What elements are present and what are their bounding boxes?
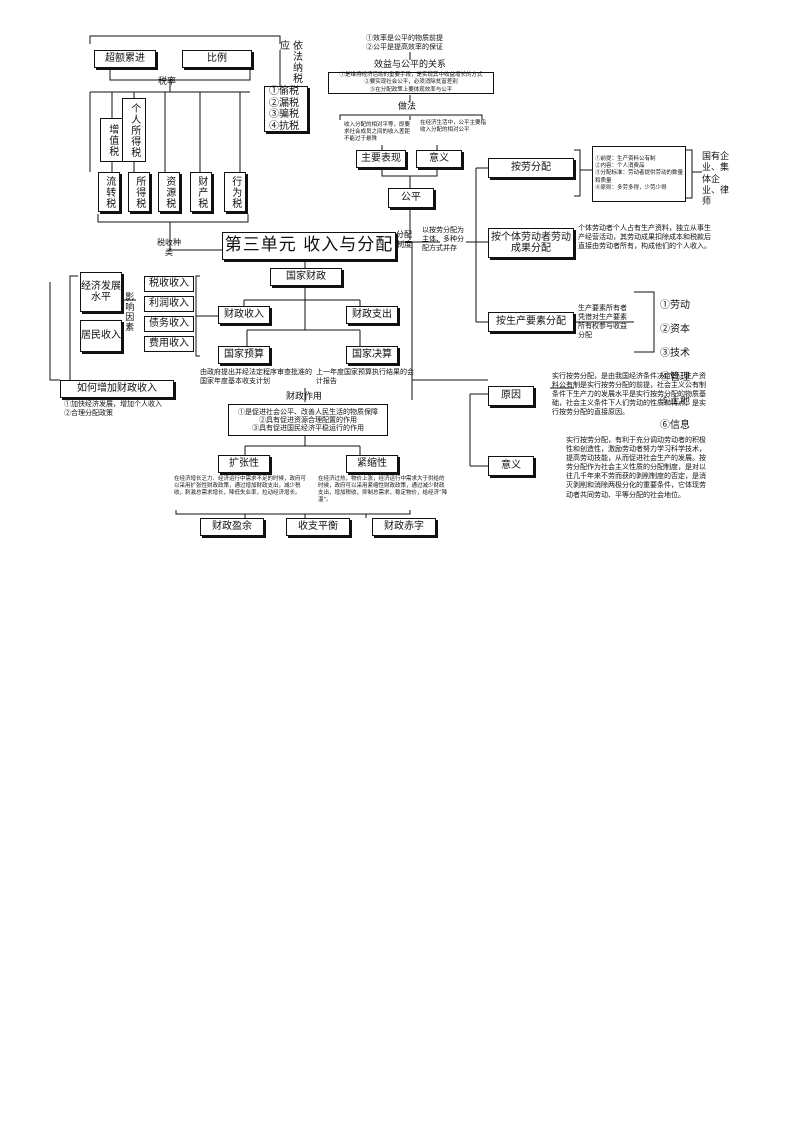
fiscal-surplus-box: 财政盈余 [200,518,264,536]
proportional-tax-box: 比例 [182,50,252,68]
tax-type-behavior: 行为税 [224,172,246,212]
factor-item: ⑤土地 [660,396,690,407]
fairness-meaning-note: 在经济生活中，公平主要指收入分配的相对公平 [420,120,487,134]
efficiency-fairness-relation-label: 效益与公平的关系 [374,60,447,70]
by-labor-scope: 国有企业、集体企业、律师 [702,152,730,207]
tax-type-property: 财产税 [190,172,212,212]
tax-evasion-box: ①偷税 ②漏税 ③骗税 ④抗税 [264,86,308,132]
by-labor-box: 按劳分配 [488,158,574,178]
efficiency-fairness-relation-box: ①是维持经济活动的重要手段，是实现其中收益增长的方式 ②要实现社会公平，必须消除… [328,72,494,94]
tax-type-income: 所得税 [128,172,150,212]
tax-income-box: 税收收入 [144,276,194,292]
evasion-item: ③骗税 [269,109,299,120]
fiscal-expense-box: 财政支出 [346,306,398,324]
tax-type-income-personal: 个人所得税 [122,98,146,162]
fiscal-balance-box: 收支平衡 [286,518,350,536]
law-side-label: 应 [277,40,289,51]
evasion-item: ①偷税 [269,86,299,97]
factor-item: ②资本 [660,324,690,335]
fiscal-role-box: ①是促进社会公平、改善人民生活的物质保障 ②具有促进资源合理配置的作用 ③具有促… [228,404,388,436]
distribution-system-label: 分配制度 [396,230,412,249]
increase-income-box: 如何增加财政收入 [60,380,174,398]
expansionary-policy-box: 扩张性 [218,455,270,473]
by-labor-notes-box: ①前提：生产资料公有制 ②内容：个人消费品 ③分配标准：劳动者提供劳动的数量和质… [592,146,686,202]
evasion-item: ②漏税 [269,97,299,109]
fiscal-deficit-box: 财政赤字 [372,518,436,536]
fee-income-box: 费用收入 [144,336,194,352]
fairness-meaning-box: 意义 [416,150,462,168]
individual-labor-note: 个体劳动者个人占有生产资料，独立从事生产经营活动，其劳动成果扣除成本和税款后直接… [578,224,711,251]
fairness-box: 公平 [388,188,434,208]
by-factor-note: 生产要素所有者凭借对生产要素所有权参与收益分配 [578,304,627,340]
progressive-tax-box: 超额累进 [94,50,156,68]
factor-item: ③技术 [660,348,690,359]
individual-labor-box: 按个体劳动者劳动成果分配 [488,228,574,258]
significance-note: 实行按劳分配，有利于充分调动劳动者的积极性和创造性，激励劳动者努力学习科学技术，… [566,436,706,499]
page-title: 第三单元 收入与分配 [222,232,396,260]
final-accounts-box: 国家决算 [346,346,398,364]
distribution-system-note: 以按劳分配为主体、多种分配方式并存 [422,226,464,253]
tight-policy-note: 在经济过热，物价上涨，经济运行中需求大于供给的时候，政府可以采用紧缩性财政政策，… [318,476,448,504]
significance-box: 意义 [488,456,534,476]
by-law-label: 依法纳税 [290,40,302,84]
increase-income-notes: ①加快经济发展，增加个人收入 ②合理分配政策 [64,400,162,418]
profit-income-box: 利润收入 [144,296,194,312]
national-finance-box: 国家财政 [270,268,342,286]
influence-factors-label: 影响因素 [123,292,134,332]
reason-note: 实行按劳分配，是由我国经济条件决定的。生产资料公有制是实行按劳分配的前提，社会主… [552,372,706,417]
debt-income-box: 债务收入 [144,316,194,332]
resident-income-box: 居民收入 [80,320,122,352]
economy-level-box: 经济发展水平 [80,272,122,312]
factor-item: ⑥信息 [660,420,690,431]
by-factor-box: 按生产要素分配 [488,312,574,332]
reason-box: 原因 [488,386,534,406]
tax-rate-label: 税率 [158,77,177,87]
fiscal-income-box: 财政收入 [218,306,270,324]
approach-label: 做法 [398,102,417,112]
factor-item: ④管理 [660,372,690,383]
tax-type-vat: 增值税 [100,118,124,162]
national-budget-note: 由政府提出并经法定程序审查批准的国家年度基本收支计划 [200,368,312,386]
tax-type-resource: 资源税 [158,172,180,212]
main-show-box: 主要表现 [356,150,406,168]
factor-list: ①劳动 ②资本 ③技术 ④管理 ⑤土地 ⑥信息 [660,288,690,444]
final-accounts-note: 上一年度国家预算执行结果的会计报告 [316,368,414,386]
efficiency-fairness-notes: ①效率是公平的物质前提 ②公平是提高效率的保证 [366,34,443,52]
evasion-item: ④抗税 [269,120,299,132]
factor-item: ①劳动 [660,300,690,311]
expansionary-policy-note: 在经济增长乏力、经济运行中需求不足的时候，政府可以采用扩张性财政政策，通过增加财… [174,476,307,497]
main-show-note: 收入分配的相对平等，即要求社会成员之间的收入差距不能过于悬殊 [344,122,411,143]
fiscal-role-label: 财政作用 [286,392,323,402]
tax-type-turnover: 流转税 [98,172,120,212]
tight-policy-box: 紧缩性 [346,455,398,473]
national-budget-box: 国家预算 [218,346,270,364]
tax-types-label: 税收种类 [157,238,181,257]
